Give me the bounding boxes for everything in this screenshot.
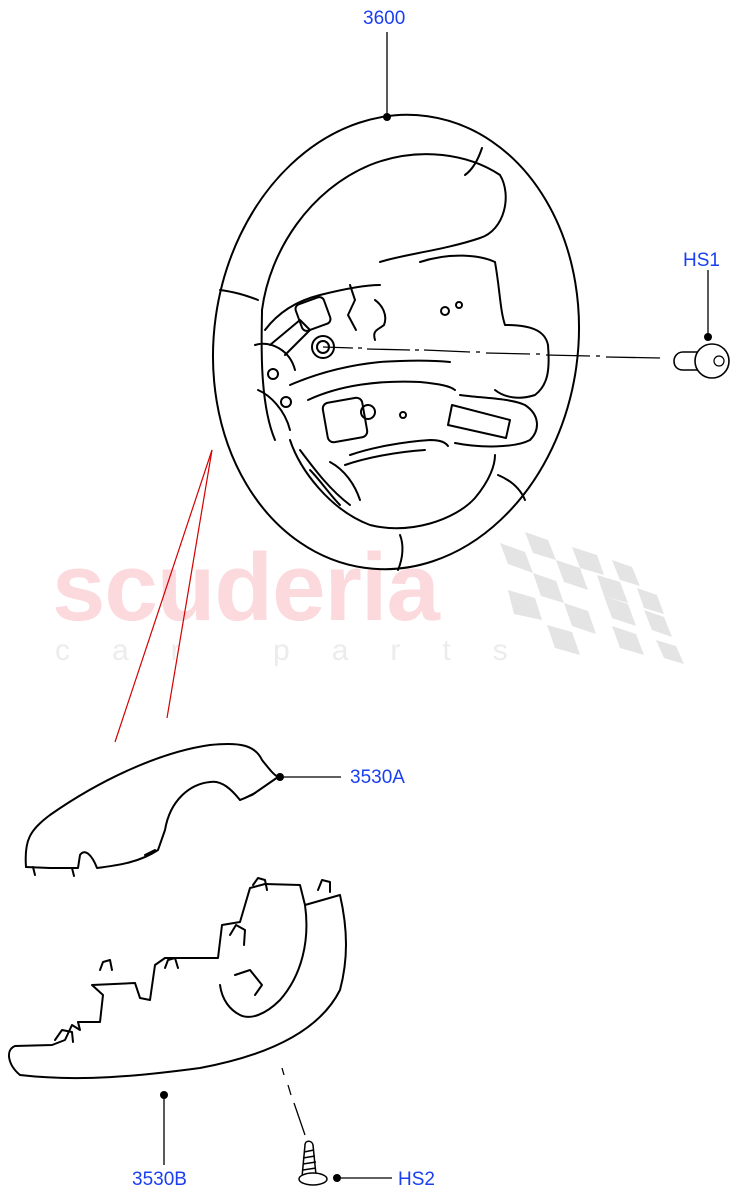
callout-hs1[interactable]: HS1 (683, 250, 720, 271)
leader-dot-3600 (383, 113, 391, 121)
screw-hs2 (298, 1140, 328, 1186)
callout-hs2[interactable]: HS2 (398, 1169, 435, 1190)
leader-dot-hs2 (333, 1174, 341, 1182)
reference-lines (114, 449, 213, 743)
callout-3530a[interactable]: 3530A (350, 767, 405, 788)
axis-line-hs2 (281, 1067, 306, 1136)
steering-wheel (211, 113, 581, 571)
checkered-flag-icon (500, 532, 684, 664)
callout-3600[interactable]: 3600 (363, 8, 406, 29)
lower-shroud (8, 877, 347, 1080)
watermark-tagline: car parts (55, 634, 550, 667)
callout-3530b[interactable]: 3530B (132, 1169, 187, 1190)
watermark-brand: scuderia (52, 534, 440, 641)
upper-shroud (24, 742, 279, 877)
leader-dot-3530b (160, 1091, 168, 1099)
leader-dot-3530a (276, 773, 284, 781)
bolt-hs1 (673, 343, 730, 379)
axis-line-hs1 (322, 346, 661, 359)
leader-dot-hs1 (704, 333, 712, 341)
